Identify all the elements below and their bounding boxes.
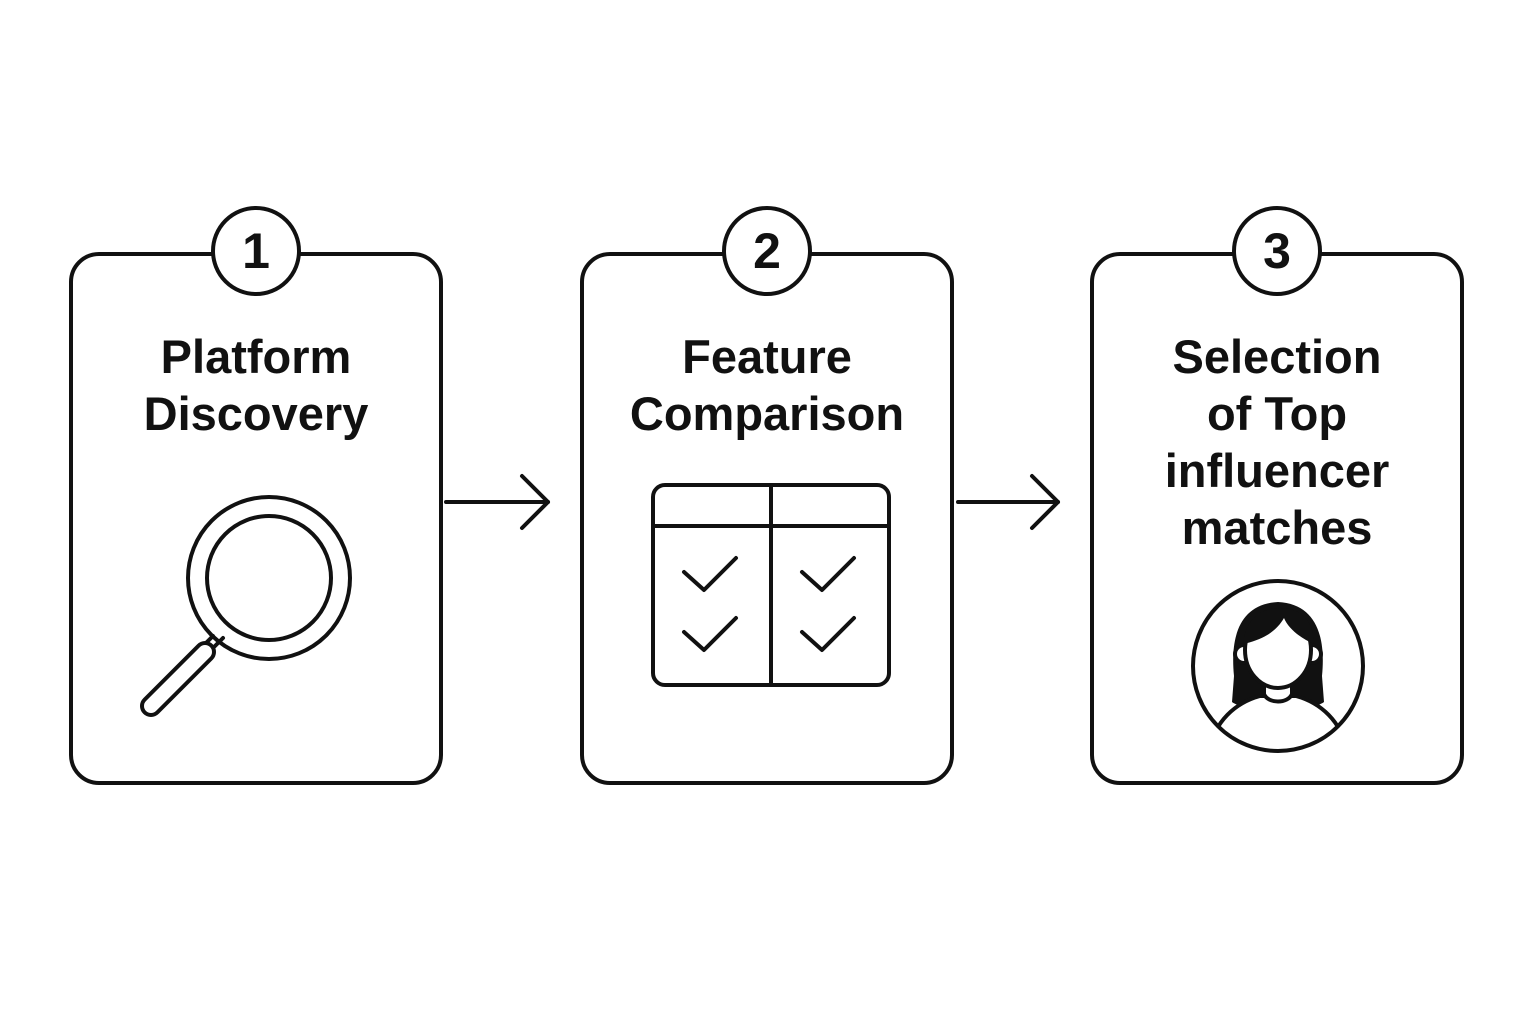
step-number: 3 — [1263, 223, 1291, 279]
step-title-line: Discovery — [143, 387, 369, 440]
step-title: Platform Discovery — [73, 328, 439, 442]
step-title-line: Feature — [682, 330, 852, 383]
magnifying-glass-icon — [140, 495, 352, 717]
step-title-line: Platform — [160, 330, 352, 383]
step-title: Feature Comparison — [584, 328, 950, 442]
step-title: Selection of Top influencer matches — [1094, 328, 1460, 556]
person-avatar-icon — [1191, 579, 1365, 753]
arrow-right-icon — [956, 474, 1060, 530]
step-number: 1 — [242, 223, 270, 279]
step-title-line: influencer — [1164, 444, 1390, 497]
step-number-badge: 1 — [211, 206, 301, 296]
step-title-line: of Top — [1206, 387, 1348, 440]
step-title-line: matches — [1181, 501, 1373, 554]
step-number: 2 — [753, 223, 781, 279]
arrow-right-icon — [444, 474, 550, 530]
step-title-line: Selection — [1172, 330, 1382, 383]
step-card-feature-comparison: 2 Feature Comparison — [580, 206, 954, 785]
step-title-line: Comparison — [629, 387, 905, 440]
step-number-badge: 3 — [1232, 206, 1322, 296]
step-card-selection: 3 Selection of Top influencer matches — [1090, 206, 1464, 785]
step-card-platform-discovery: 1 Platform Discovery — [69, 206, 443, 785]
comparison-table-icon — [651, 483, 891, 687]
step-number-badge: 2 — [722, 206, 812, 296]
